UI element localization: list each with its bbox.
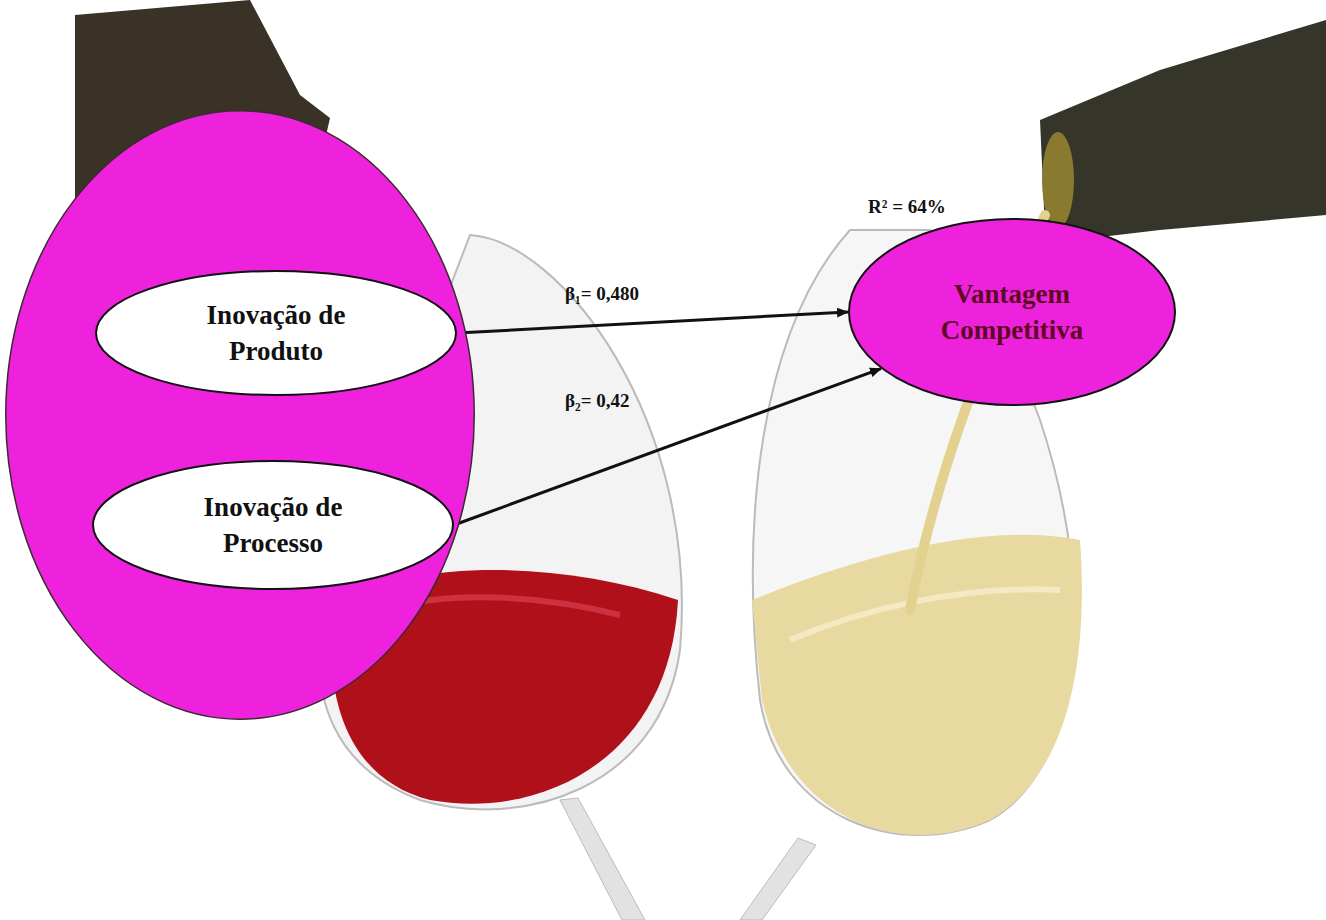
ellipse-shape	[849, 219, 1175, 405]
right-bottle	[1040, 20, 1326, 240]
r-squared-label: R² = 64%	[868, 196, 946, 218]
ellipse-outline	[848, 218, 1176, 406]
group-ellipse: Inovação de ProdutoInovação de Processo	[5, 110, 475, 720]
text-holder: Inovação de Produto	[95, 270, 457, 396]
red-glass-stem	[560, 798, 645, 920]
path-coefficient: β₁= 0,480	[565, 283, 639, 305]
construct-ellipse: Inovação de Produto	[95, 270, 457, 396]
node-text: Inovação de Processo	[173, 489, 373, 562]
outcome-ellipse: Vantagem Competitiva	[848, 218, 1176, 406]
construct-ellipse: Inovação de Processo	[92, 460, 454, 590]
node-text: Inovação de Produto	[176, 297, 376, 370]
ellipse-shape	[6, 111, 475, 720]
text-holder: Inovação de Processo	[92, 460, 454, 590]
path-coefficient: β₂= 0,42	[565, 390, 630, 412]
white-glass-stem	[740, 838, 816, 920]
ellipse-shape	[96, 271, 456, 395]
arrow-connector	[454, 369, 881, 525]
node-text: Vantagem Competitiva	[912, 276, 1112, 349]
text-holder	[5, 110, 475, 720]
white-wine-highlight	[790, 589, 1060, 640]
ellipse-shape	[93, 461, 453, 589]
text-holder: Vantagem Competitiva	[848, 218, 1176, 406]
ellipse-outline	[95, 270, 457, 396]
ellipse-outline	[92, 460, 454, 590]
arrow-connector	[457, 312, 848, 333]
ellipse-outline	[5, 110, 475, 720]
